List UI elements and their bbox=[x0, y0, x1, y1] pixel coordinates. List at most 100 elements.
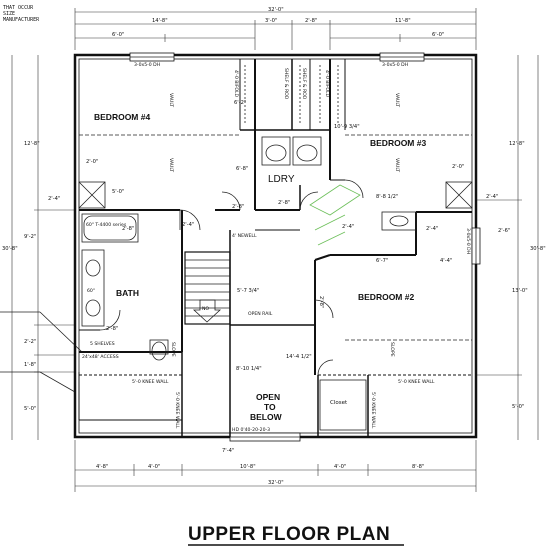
dim-bottom-3: 10'-8" bbox=[240, 464, 256, 470]
plan-title: UPPER FLOOR PLAN bbox=[188, 524, 390, 545]
tub-label: 60" T-4400 series bbox=[86, 222, 127, 228]
staircase bbox=[185, 259, 230, 323]
closet-fixtures bbox=[244, 65, 339, 125]
vault-label-3: VAULT bbox=[394, 93, 400, 107]
dim: 7'-4" bbox=[222, 448, 234, 454]
dim-left-4: 1'-8" bbox=[24, 362, 36, 368]
knee-wall-vertical-2: 5'-0 KNEE WALL bbox=[370, 392, 376, 429]
dim: 8'-8 1/2" bbox=[376, 194, 398, 200]
dim: 10'-9 3/4" bbox=[334, 124, 360, 130]
interior-dimensions: 6'-2" 6'-8" 2'-0" 5'-0" 2'-4" 2'-8" 10'-… bbox=[48, 100, 498, 454]
dim-right-4: 2'-6" bbox=[498, 228, 510, 234]
chase-boxes bbox=[78, 181, 473, 209]
dim-bottom-1: 4'-8" bbox=[96, 464, 108, 470]
interior-walls bbox=[78, 59, 472, 437]
knee-wall-vertical-1: 5'-0 KNEE WALL bbox=[174, 392, 180, 429]
dim: 2'-4" bbox=[48, 196, 60, 202]
dim: 2'-4" bbox=[486, 194, 498, 200]
window-label-bottom: HD 0'40-20-20-3 bbox=[232, 427, 270, 433]
slope-label-1: SLOPE bbox=[170, 342, 176, 357]
dim: 5'-0" bbox=[112, 189, 124, 195]
access-label: 24'x48' ACCESS bbox=[82, 354, 119, 360]
dim: 2'-0" bbox=[452, 164, 464, 170]
dim-right-1: 12'-8" bbox=[509, 141, 525, 147]
shelf-rod-label-1: SHELF & ROD bbox=[283, 68, 289, 100]
note-line: THAT OCCUR bbox=[3, 5, 34, 11]
master-sink-area bbox=[309, 184, 417, 246]
door-swings bbox=[99, 179, 364, 376]
room-label-bath: BATH bbox=[116, 288, 139, 298]
knee-wall-left-label: 5'-0 KNEE WALL bbox=[132, 379, 169, 385]
dim: 6'-8" bbox=[236, 166, 248, 172]
dim: 6'-7" bbox=[376, 258, 388, 264]
dim-right-overall: 30'-8" bbox=[530, 246, 546, 252]
dim-left-overall: 30'-8" bbox=[2, 246, 18, 252]
room-label-bedroom-3: BEDROOM #3 bbox=[370, 138, 426, 148]
bath-fixtures bbox=[81, 213, 169, 361]
dim-top-1: 14'-8" bbox=[152, 18, 168, 24]
dim: 2'-8" bbox=[122, 226, 134, 232]
shelves-label: 5 SHELVES bbox=[90, 341, 115, 347]
top-dimensions: 32'-0" 14'-8" 3'-0" 2'-8" 11'-8" 6'-0" 6… bbox=[74, 7, 477, 50]
dim-bottom-5: 8'-8" bbox=[412, 464, 424, 470]
dim-top-3: 2'-8" bbox=[305, 18, 317, 24]
dim: 2'-8" bbox=[232, 204, 244, 210]
right-dimensions: 30'-8" 12'-8" 13'-0" 5'-0" 2'-6" bbox=[476, 55, 546, 440]
bifold-label-left: 4'-0 BIFOLD bbox=[233, 70, 239, 98]
dim: 8'-10 1/4" bbox=[236, 366, 262, 372]
dim-top-6: 6'-0" bbox=[432, 32, 444, 38]
vault-label-1: VAULT bbox=[168, 93, 174, 107]
newell-label: 4' NEWELL bbox=[232, 233, 257, 239]
dim: 2'-4" bbox=[182, 222, 194, 228]
dim-left-2: 9'-2" bbox=[24, 234, 36, 240]
dim: 6'-2" bbox=[234, 100, 246, 106]
stair-direction-label: NO bbox=[202, 306, 209, 312]
dim: 2'-4" bbox=[342, 224, 354, 230]
knee-wall-right-label: 5'-0 KNEE WALL bbox=[398, 379, 435, 385]
dim-top-4: 11'-8" bbox=[395, 18, 411, 24]
vault-label-4: VAULT bbox=[394, 158, 400, 172]
dim-top-2: 3'-0" bbox=[265, 18, 277, 24]
dim-bottom-4: 4'-0" bbox=[334, 464, 346, 470]
dim-left-1: 12'-8" bbox=[24, 141, 40, 147]
dim-left-3: 2'-2" bbox=[24, 339, 36, 345]
room-label-open-2: TO bbox=[264, 402, 276, 412]
vanity-label: 60" bbox=[87, 288, 95, 294]
dim-bottom-2: 4'-0" bbox=[148, 464, 160, 470]
vault-label-2: VAULT bbox=[168, 158, 174, 172]
bottom-dimensions: 4'-8" 4'-0" 10'-8" 4'-0" 8'-8" 32'-0" bbox=[74, 440, 477, 492]
dim-right-2: 13'-0" bbox=[512, 288, 528, 294]
dim-overall-top: 32'-0" bbox=[268, 7, 284, 13]
dim: 14'-4 1/2" bbox=[286, 354, 312, 360]
dim: 2'-4" bbox=[426, 226, 438, 232]
left-dimensions: 30'-8" 12'-8" 9'-2" 2'-2" 1'-8" 5'-0" bbox=[0, 55, 83, 440]
closet-box bbox=[319, 379, 367, 431]
room-label-open-3: BELOW bbox=[250, 412, 283, 422]
window-label-top-right: 3-0x5-0 DH bbox=[382, 62, 408, 68]
room-label-bedroom-2: BEDROOM #2 bbox=[358, 292, 414, 302]
laundry-appliances bbox=[261, 136, 322, 166]
room-label-closet: Closet bbox=[330, 400, 348, 406]
open-rail-label: OPEN RAIL bbox=[248, 311, 273, 317]
bifold-label-right: 4'-0 BIFOLD bbox=[324, 70, 330, 98]
note-line: SIZE bbox=[3, 11, 15, 17]
dim: 2'-8" bbox=[318, 296, 324, 308]
slope-label-2: SLOPE bbox=[389, 342, 395, 357]
window-label-top-left: 3-0x5-0 DH bbox=[134, 62, 160, 68]
dim-top-5: 6'-0" bbox=[112, 32, 124, 38]
shelf-rod-label-2: SHELF & ROD bbox=[301, 68, 307, 100]
room-label-laundry: LDRY bbox=[268, 174, 295, 185]
dim-right-3: 5'-0" bbox=[512, 404, 524, 410]
dim-bottom-overall: 32'-0" bbox=[268, 480, 284, 486]
vault-lines bbox=[79, 134, 472, 341]
exterior-walls bbox=[73, 52, 481, 442]
note-line: MANUFACTURER bbox=[3, 17, 40, 23]
dim: 2'-8" bbox=[278, 200, 290, 206]
dim: 2'-8" bbox=[106, 326, 118, 332]
dim: 2'-0" bbox=[86, 159, 98, 165]
room-label-bedroom-4: BEDROOM #4 bbox=[94, 112, 150, 122]
dim-left-5: 5'-0" bbox=[24, 406, 36, 412]
dim: 4'-4" bbox=[440, 258, 452, 264]
room-label-open-1: OPEN bbox=[256, 392, 280, 402]
